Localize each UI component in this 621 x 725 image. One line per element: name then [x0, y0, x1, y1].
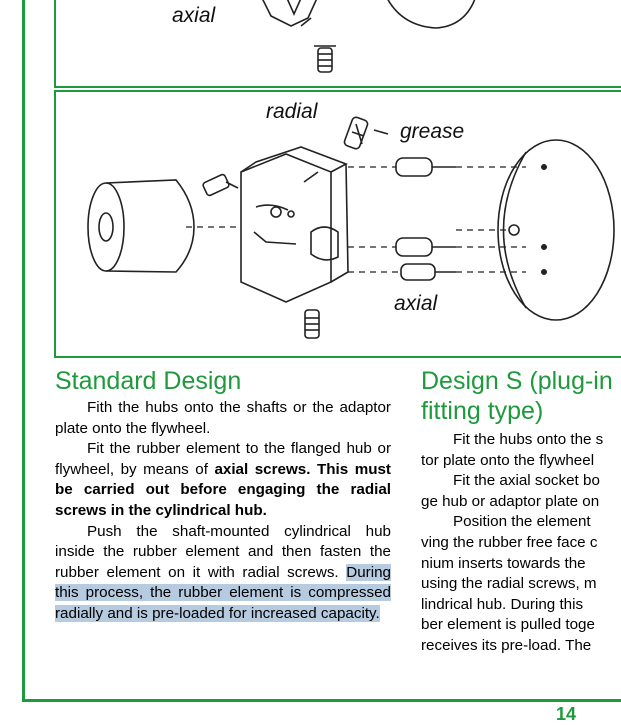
page-number: 14	[556, 704, 577, 724]
coupling-exploded-illustration	[87, 116, 615, 339]
coupling-top-illustration	[262, 0, 476, 73]
design-s-line: ving the rubber free face c	[421, 533, 598, 551]
figure-top: axial	[54, 0, 621, 88]
design-s-line: ge hub or adaptor plate on	[421, 492, 600, 510]
design-s-line: Fit the hubs onto the s	[453, 431, 604, 448]
label-grease: grease	[400, 120, 465, 143]
paragraph-3: Push the shaft-mounted cylindrical hub i…	[55, 522, 391, 625]
label-axial-bottom: axial	[394, 292, 438, 315]
figure-bottom: radial grease axial	[54, 90, 621, 358]
design-s-line: nium inserts towards the	[421, 554, 586, 572]
paragraph-2-bold: axial screws. This must be carried out b…	[55, 460, 391, 519]
paragraph-1: Fith the hubs onto the shafts or the ada…	[55, 399, 391, 437]
label-axial-top: axial	[172, 4, 216, 27]
paragraph-2-text: Fit the rubber element to the flanged hu…	[55, 440, 391, 478]
label-radial: radial	[266, 100, 318, 123]
paragraph-2: Fit the rubber element to the flanged hu…	[55, 439, 391, 521]
design-s-line: lindrical hub. During this	[421, 595, 584, 613]
page-frame	[22, 0, 621, 702]
design-s-heading-line2: fitting type)	[421, 397, 544, 425]
design-s-line: Fit the axial socket bo	[453, 472, 600, 490]
design-s-line: Position the element	[453, 513, 591, 531]
design-s-text: Fit the hubs onto the s tor plate onto t…	[421, 430, 621, 657]
standard-design-text: Fith the hubs onto the shafts or the ada…	[55, 398, 391, 625]
standard-design-heading: Standard Design	[55, 367, 242, 395]
design-s-heading-line1: Design S (plug-in	[421, 367, 613, 395]
design-s-line: using the radial screws, m	[421, 575, 597, 593]
design-s-line: ber element is pulled toge	[421, 616, 595, 634]
paragraph-3-text: Push the shaft-mounted cylindrical hub i…	[55, 522, 391, 581]
design-s-line: receives its pre-load. The	[421, 636, 592, 654]
design-s-line: tor plate onto the flywheel	[421, 451, 595, 469]
